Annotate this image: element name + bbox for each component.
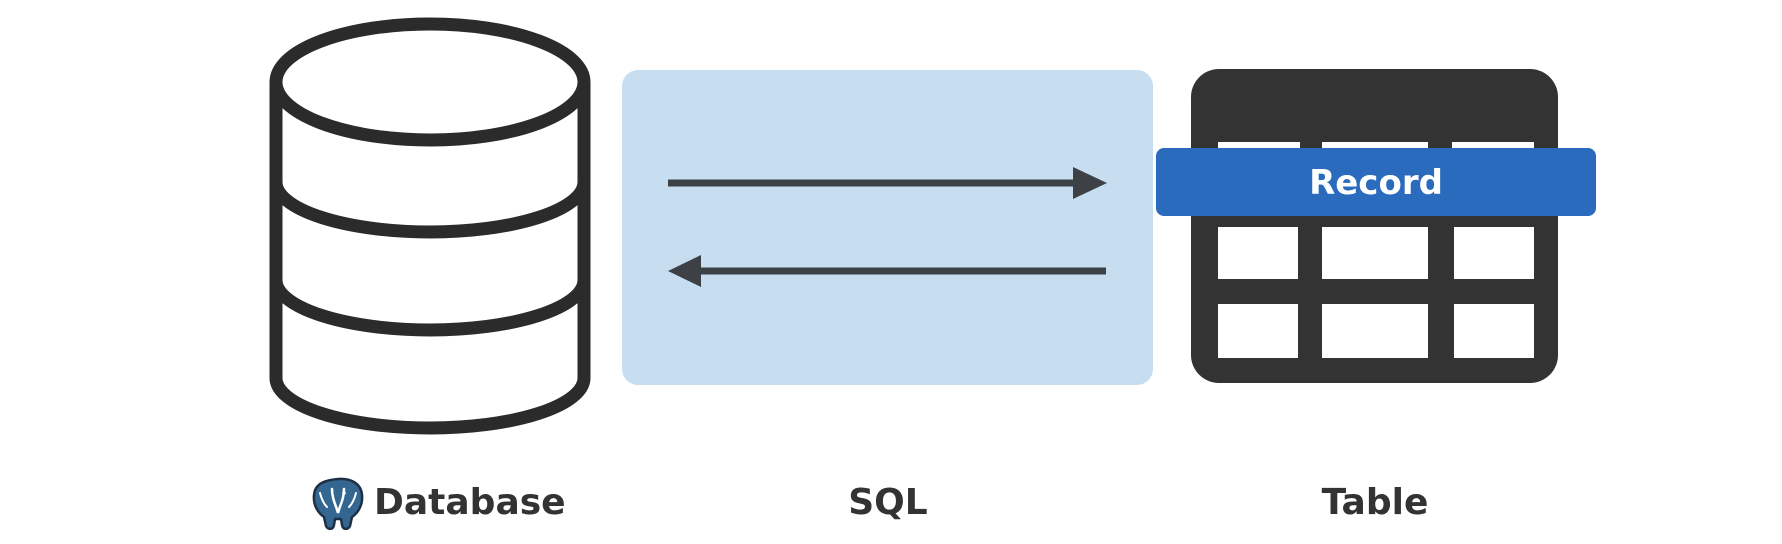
table-cell [1218, 227, 1298, 279]
table-cell [1454, 227, 1534, 279]
record-band: Record [1156, 148, 1596, 216]
sql-caption: SQL [788, 475, 988, 531]
arrow-left [668, 255, 1106, 287]
database-label: Database [374, 482, 566, 523]
table-cell [1322, 227, 1428, 279]
sql-label: SQL [848, 482, 928, 523]
postgresql-elephant-icon [312, 477, 364, 531]
database-cylinder-icon [269, 17, 591, 435]
arrow-right [668, 167, 1107, 199]
sql-panel [622, 70, 1153, 385]
table-label: Table [1321, 482, 1429, 523]
table-cell [1454, 304, 1534, 358]
database-caption: Database [310, 475, 570, 531]
table-cell [1218, 304, 1298, 358]
table-grid-icon [1191, 69, 1558, 383]
table-caption: Table [1275, 475, 1475, 531]
table-cell [1322, 304, 1428, 358]
record-label: Record [1309, 163, 1443, 203]
